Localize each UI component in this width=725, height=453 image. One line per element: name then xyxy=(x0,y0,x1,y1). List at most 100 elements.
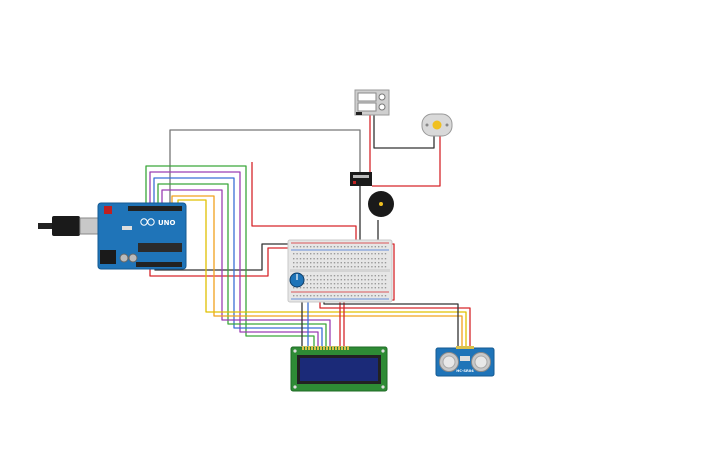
breadboard-hole[interactable] xyxy=(323,279,325,281)
breadboard-hole[interactable] xyxy=(296,295,298,297)
breadboard-hole[interactable] xyxy=(327,266,329,268)
breadboard-hole[interactable] xyxy=(381,253,383,255)
breadboard-hole[interactable] xyxy=(344,266,346,268)
breadboard-hole[interactable] xyxy=(384,262,387,264)
breadboard-hole[interactable] xyxy=(310,295,312,297)
wire-black-battery-motor[interactable] xyxy=(373,112,435,149)
breadboard-hole[interactable] xyxy=(344,258,346,260)
breadboard-hole[interactable] xyxy=(293,295,295,297)
breadboard-hole[interactable] xyxy=(354,266,356,268)
dc-motor[interactable] xyxy=(421,113,453,137)
lcd-16x2[interactable] xyxy=(290,346,388,392)
breadboard-hole[interactable] xyxy=(323,246,325,248)
breadboard-hole[interactable] xyxy=(384,266,387,268)
breadboard-hole[interactable] xyxy=(333,262,336,264)
breadboard-hole[interactable] xyxy=(330,266,332,268)
breadboard-hole[interactable] xyxy=(344,262,346,264)
breadboard-hole[interactable] xyxy=(323,275,325,277)
breadboard-hole[interactable] xyxy=(364,262,366,264)
breadboard-hole[interactable] xyxy=(361,295,363,297)
power-header[interactable] xyxy=(136,262,182,267)
lcd-pin[interactable] xyxy=(317,346,319,350)
breadboard-hole[interactable] xyxy=(361,283,363,285)
breadboard-hole[interactable] xyxy=(333,266,336,268)
breadboard-hole[interactable] xyxy=(320,287,322,289)
breadboard-hole[interactable] xyxy=(320,246,322,248)
breadboard-hole[interactable] xyxy=(340,295,342,297)
breadboard-hole[interactable] xyxy=(378,258,380,260)
breadboard-hole[interactable] xyxy=(296,253,298,255)
breadboard-hole[interactable] xyxy=(364,279,366,281)
breadboard-hole[interactable] xyxy=(344,283,346,285)
breadboard-hole[interactable] xyxy=(310,279,312,281)
wire-green-arduino-lcd[interactable] xyxy=(145,165,315,346)
breadboard-hole[interactable] xyxy=(306,287,308,289)
breadboard-hole[interactable] xyxy=(296,258,298,260)
breadboard-hole[interactable] xyxy=(354,262,356,264)
breadboard-hole[interactable] xyxy=(313,283,315,285)
breadboard-hole[interactable] xyxy=(333,279,336,281)
breadboard-hole[interactable] xyxy=(371,262,373,264)
breadboard-hole[interactable] xyxy=(357,283,359,285)
breadboard-hole[interactable] xyxy=(320,279,322,281)
breadboard-hole[interactable] xyxy=(327,275,329,277)
breadboard-hole[interactable] xyxy=(310,253,312,255)
breadboard-hole[interactable] xyxy=(347,266,349,268)
breadboard-hole[interactable] xyxy=(350,275,353,277)
breadboard-hole[interactable] xyxy=(327,283,329,285)
breadboard-hole[interactable] xyxy=(306,246,308,248)
breadboard-hole[interactable] xyxy=(340,287,342,289)
breadboard-hole[interactable] xyxy=(299,258,302,260)
breadboard-hole[interactable] xyxy=(313,295,315,297)
breadboard-hole[interactable] xyxy=(357,279,359,281)
breadboard-hole[interactable] xyxy=(303,253,305,255)
breadboard-hole[interactable] xyxy=(384,275,387,277)
breadboard-hole[interactable] xyxy=(327,262,329,264)
breadboard-hole[interactable] xyxy=(364,258,366,260)
breadboard-hole[interactable] xyxy=(347,258,349,260)
breadboard-hole[interactable] xyxy=(340,283,342,285)
breadboard-hole[interactable] xyxy=(340,253,342,255)
breadboard-hole[interactable] xyxy=(384,246,387,248)
breadboard-hole[interactable] xyxy=(330,279,332,281)
breadboard-hole[interactable] xyxy=(367,295,370,297)
breadboard-hole[interactable] xyxy=(310,258,312,260)
breadboard-hole[interactable] xyxy=(303,266,305,268)
wire-red-arduino-bb-2[interactable] xyxy=(149,247,292,277)
breadboard-hole[interactable] xyxy=(316,266,319,268)
wire-gray-arduino-relay[interactable] xyxy=(169,129,361,208)
breadboard-hole[interactable] xyxy=(367,253,370,255)
breadboard-hole[interactable] xyxy=(371,283,373,285)
breadboard-hole[interactable] xyxy=(364,246,366,248)
breadboard-hole[interactable] xyxy=(306,262,308,264)
breadboard-hole[interactable] xyxy=(371,275,373,277)
wire-purple-arduino-lcd-2[interactable] xyxy=(161,189,331,346)
breadboard-hole[interactable] xyxy=(330,283,332,285)
breadboard-hole[interactable] xyxy=(374,287,376,289)
breadboard-hole[interactable] xyxy=(381,283,383,285)
breadboard-hole[interactable] xyxy=(313,279,315,281)
breadboard-hole[interactable] xyxy=(327,287,329,289)
battery-pack[interactable] xyxy=(354,89,390,116)
breadboard-hole[interactable] xyxy=(293,262,295,264)
breadboard-hole[interactable] xyxy=(384,287,387,289)
breadboard-hole[interactable] xyxy=(337,279,339,281)
breadboard-hole[interactable] xyxy=(313,266,315,268)
breadboard-hole[interactable] xyxy=(323,266,325,268)
breadboard-hole[interactable] xyxy=(337,295,339,297)
breadboard-hole[interactable] xyxy=(378,246,380,248)
breadboard-hole[interactable] xyxy=(337,275,339,277)
breadboard-hole[interactable] xyxy=(293,253,295,255)
breadboard-hole[interactable] xyxy=(374,262,376,264)
breadboard-hole[interactable] xyxy=(293,258,295,260)
wire-blue-arduino-lcd[interactable] xyxy=(153,177,323,346)
breadboard-hole[interactable] xyxy=(364,253,366,255)
breadboard-hole[interactable] xyxy=(378,262,380,264)
lcd-pin[interactable] xyxy=(311,346,313,350)
lcd-pin[interactable] xyxy=(341,346,343,350)
breadboard-hole[interactable] xyxy=(306,295,308,297)
breadboard-hole[interactable] xyxy=(354,275,356,277)
digital-header[interactable] xyxy=(128,206,182,211)
lcd-pin[interactable] xyxy=(338,346,340,350)
breadboard-hole[interactable] xyxy=(357,262,359,264)
